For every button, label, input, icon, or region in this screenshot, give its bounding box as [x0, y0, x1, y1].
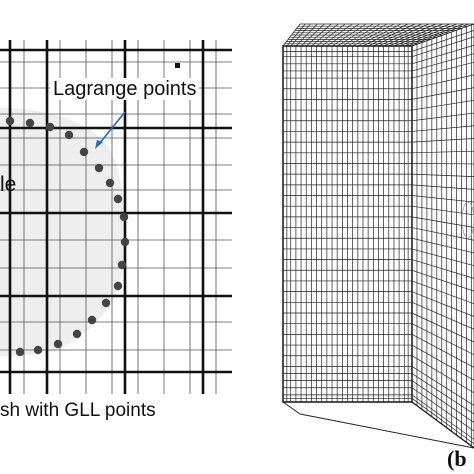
wire-line	[411, 150, 474, 154]
wire-line	[411, 394, 474, 440]
wire-line	[411, 269, 474, 292]
wire-line	[411, 184, 474, 190]
wire-line	[367, 23, 415, 47]
wire-line	[326, 23, 360, 47]
wire-line	[411, 227, 474, 241]
lagrange-point	[15, 347, 25, 357]
wire-line	[411, 237, 474, 254]
wire-line	[411, 248, 474, 267]
wire-line	[378, 23, 429, 47]
panel-b-3d-mesh	[282, 23, 474, 449]
wire-line	[411, 334, 474, 368]
lagrange-points-label: Lagrange points	[50, 78, 200, 100]
wire-line	[282, 23, 301, 47]
mesh-gll-label: sh with GLL points	[0, 400, 158, 421]
wire-line	[305, 23, 332, 47]
wire-line	[411, 323, 474, 356]
wire-line	[362, 23, 409, 47]
wire-line	[411, 216, 474, 228]
wire-line	[316, 23, 346, 47]
wire-line	[331, 23, 367, 47]
wire-line	[411, 138, 474, 143]
wire-line	[383, 23, 436, 47]
wire-line	[373, 23, 422, 47]
wire-line	[411, 280, 474, 305]
wire-line	[347, 23, 388, 47]
wire-line	[411, 74, 474, 90]
wire-line	[300, 23, 325, 47]
wire-line	[411, 195, 474, 203]
lagrange-point	[25, 118, 35, 128]
lagrange-point	[113, 194, 123, 204]
wire-line	[411, 312, 474, 343]
wire-line	[411, 125, 474, 132]
wire-line	[336, 23, 374, 47]
wire-line	[352, 23, 395, 47]
wire-line	[411, 61, 474, 79]
wire-line	[411, 366, 474, 406]
lagrange-point	[117, 260, 127, 270]
lagrange-point	[72, 329, 82, 339]
wire-line	[311, 23, 339, 47]
wire-line	[411, 30, 474, 52]
box-edge	[411, 401, 474, 449]
wire-line	[388, 23, 443, 47]
wire-line	[290, 23, 311, 47]
wire-line	[411, 291, 474, 317]
wire-line	[393, 23, 450, 47]
wire-line	[404, 23, 464, 47]
particle-region	[0, 108, 125, 356]
particle-label: le	[0, 173, 17, 196]
box-edge	[282, 401, 301, 415]
wire-line	[411, 44, 474, 65]
wire-line	[411, 355, 474, 394]
lagrange-point	[5, 116, 15, 126]
wire-line	[295, 23, 318, 47]
wire-line	[411, 53, 474, 72]
wire-line	[411, 87, 474, 100]
lagrange-point	[113, 281, 123, 291]
wire-line	[357, 23, 402, 47]
lagrange-point	[87, 315, 97, 325]
wire-line	[411, 387, 474, 432]
wire-line	[411, 344, 474, 381]
wire-line	[411, 380, 474, 423]
wire-line	[286, 23, 306, 47]
lagrange-point	[79, 147, 89, 157]
lagrange-points	[5, 116, 130, 357]
lagrange-point	[101, 298, 111, 308]
grid-marker	[175, 63, 180, 68]
wire-line	[408, 23, 469, 47]
lagrange-point	[64, 130, 74, 140]
wire-line	[411, 173, 474, 177]
wire-line	[411, 259, 474, 279]
wire-line	[411, 398, 474, 445]
wire-line	[411, 205, 474, 216]
box-edge	[299, 413, 474, 449]
lagrange-point	[33, 345, 43, 355]
particle-hint	[461, 201, 474, 239]
wire-line	[411, 373, 474, 415]
wire-line	[411, 36, 474, 58]
lagrange-point	[120, 237, 130, 247]
panel-b-label: (b	[447, 446, 467, 471]
lagrange-point	[105, 178, 115, 188]
lagrange-point	[119, 212, 129, 222]
lagrange-point	[94, 163, 104, 173]
wire-line	[321, 23, 353, 47]
wire-line	[411, 99, 474, 111]
wire-line	[411, 23, 474, 47]
wire-line	[398, 23, 457, 47]
box-outline	[282, 45, 413, 403]
lagrange-point	[45, 122, 55, 132]
arrow-head	[95, 140, 103, 149]
wire-line	[411, 301, 474, 330]
lagrange-point	[53, 339, 63, 349]
wire-line	[342, 23, 381, 47]
wire-line	[411, 112, 474, 122]
lagrange-pointer-arrow	[98, 111, 126, 145]
